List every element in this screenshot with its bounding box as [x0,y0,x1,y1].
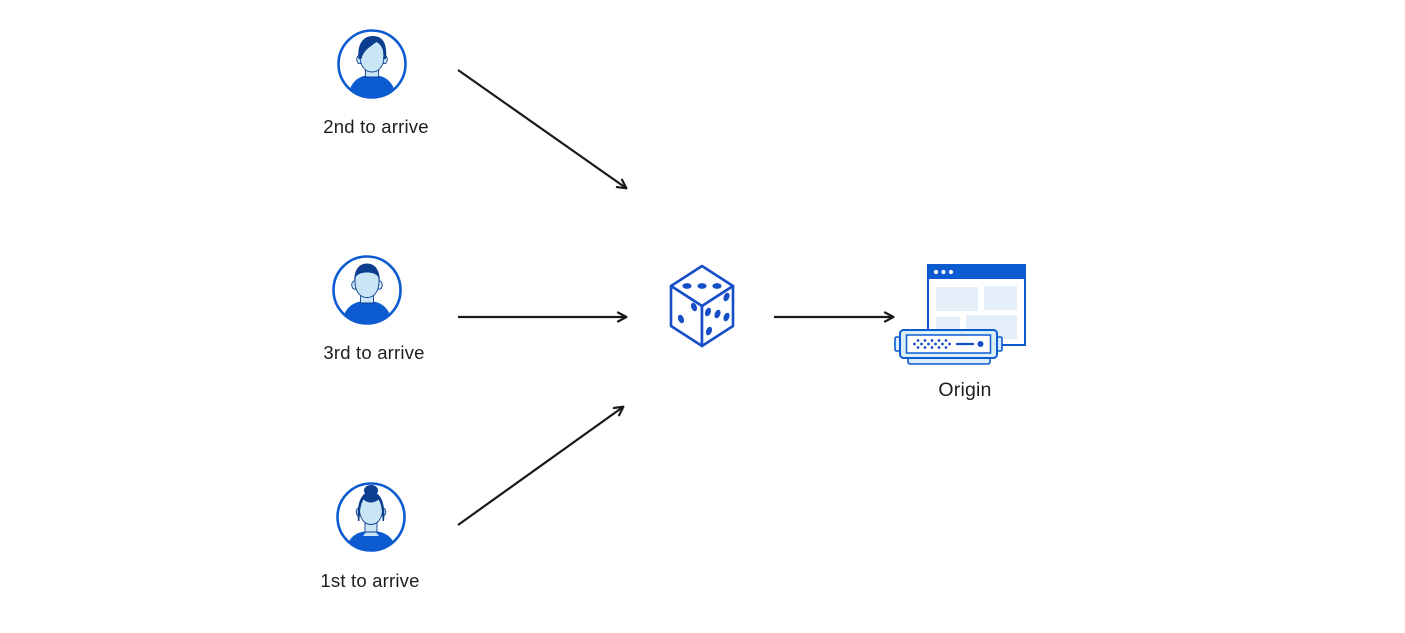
avatar-figure [345,485,397,550]
user-1st-label: 1st to arrive [320,570,420,591]
origin-icon [894,264,1026,365]
server-icon [894,329,1003,365]
origin-label: Origin [938,379,992,401]
dice-icon [669,264,735,348]
male-avatar-pompadour-icon [337,29,407,99]
arrow-user1-to-dice [457,405,625,526]
female-avatar-bun-icon [336,482,406,552]
user-3rd-label: 3rd to arrive [323,342,425,363]
server-dot-pattern [913,339,951,349]
user-2nd-label: 2nd to arrive [323,116,429,137]
male-avatar-flattop-icon [332,255,402,325]
dice-pips [677,283,730,336]
